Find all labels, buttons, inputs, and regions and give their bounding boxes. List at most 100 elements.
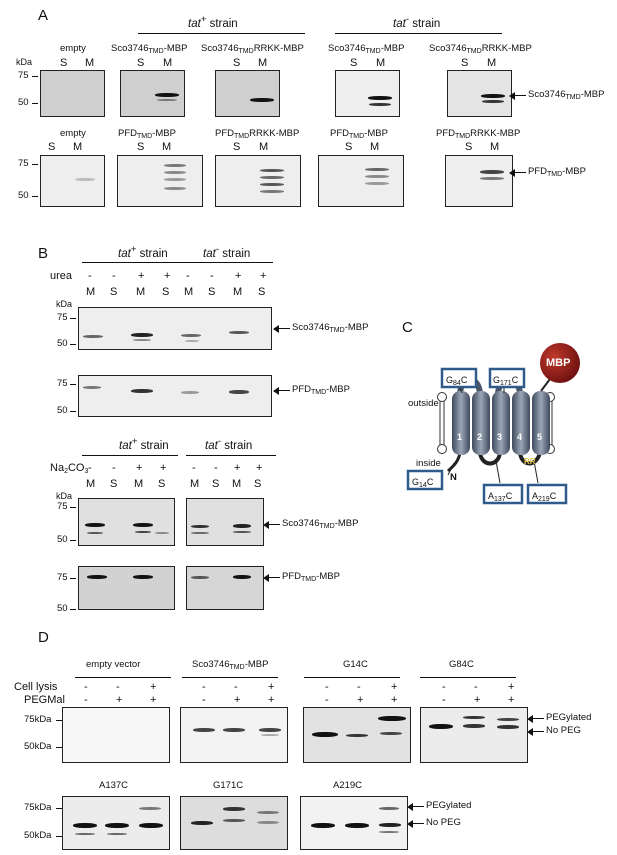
band [73, 823, 97, 828]
mut-a219c-label: A219C [532, 491, 557, 503]
b3-blot-sco-minus [186, 498, 264, 546]
tat-plus-line [138, 33, 305, 35]
a2-arrow-label: PFDTMD-MBP [528, 166, 586, 178]
band [379, 807, 399, 810]
a1-blot-sco-rrkk-minus [447, 70, 512, 117]
band [83, 335, 103, 338]
a1-blot-sco-minus [335, 70, 400, 117]
b4-blot-pfd-minus [186, 566, 264, 610]
a1-m3: M [258, 57, 268, 69]
a2-marker-50: 50 [18, 190, 29, 201]
b3-tat-minus-line [186, 455, 276, 457]
d-cell-lysis-label: Cell lysis [14, 681, 58, 693]
a2-m3: M [259, 141, 269, 153]
d-lysis-sign-0-1: - [116, 681, 120, 693]
b3-sign-3: + [160, 462, 167, 474]
d-peg-sign-3-2: + [508, 694, 515, 706]
d1-marker-50: 50kDa [24, 741, 52, 752]
a1-title-empty: empty [60, 43, 86, 54]
d-lysis-sign-1-1: - [234, 681, 238, 693]
d-lysis-sign-0-2: + [150, 681, 157, 693]
band [233, 575, 251, 579]
mbp-label: MBP [546, 357, 571, 369]
b1-tick-75 [70, 318, 76, 319]
band [133, 523, 153, 527]
b3-arrow [263, 520, 280, 529]
a2-title-pfd-rrkk: PFDTMDRRKK-MBP [215, 128, 300, 140]
helix-3 [492, 391, 510, 455]
band [105, 823, 129, 828]
d-lysis-sign-2-1: - [357, 681, 361, 693]
d2-arrow-peg [407, 802, 424, 811]
band [259, 728, 281, 732]
band [257, 811, 279, 814]
b1-lane-0: M [86, 286, 96, 298]
band [312, 732, 338, 737]
d-peg-sign-1-0: - [202, 694, 206, 706]
d-peg-sign-2-1: + [357, 694, 364, 706]
band [365, 168, 389, 171]
band [229, 390, 249, 394]
d-peg-sign-1-2: + [268, 694, 275, 706]
band [311, 823, 335, 828]
d-peg-sign-0-2: + [150, 694, 157, 706]
b3-sign-0: - [88, 462, 92, 474]
a1-s5: S [461, 57, 469, 69]
b1-lane-2: M [136, 286, 146, 298]
mut-g171c-label: G171C [493, 375, 519, 387]
band [480, 177, 504, 180]
a2-tick-75 [32, 164, 38, 165]
band [233, 524, 251, 528]
d-peg-sign-0-1: + [116, 694, 123, 706]
b1-tat-plus-line [82, 262, 188, 264]
b4-tick-50 [70, 609, 76, 610]
a1-s: S [60, 57, 68, 69]
b1-tat-minus: tat- strain [203, 244, 251, 260]
b2-marker-50: 50 [57, 405, 68, 416]
band [369, 103, 391, 106]
a1-m4: M [376, 57, 386, 69]
a1-marker-50: 50 [18, 97, 29, 108]
b1-sign-5: - [210, 270, 214, 282]
band [223, 819, 245, 822]
band [463, 716, 485, 719]
band [257, 821, 279, 824]
band [497, 725, 519, 729]
b-urea-label: urea [50, 270, 73, 282]
band [193, 728, 215, 732]
b3-sign-1: - [112, 462, 116, 474]
a2-title-pfd-minus: PFDTMD-MBP [330, 128, 388, 140]
helix-2 [472, 391, 490, 455]
a2-title-empty: empty [60, 128, 86, 139]
band [164, 164, 186, 167]
d1-tick-75 [56, 720, 62, 721]
d-lysis-sign-2-2: + [391, 681, 398, 693]
b1-sign-4: - [186, 270, 190, 282]
a2-arrow [509, 168, 526, 177]
a2-s2: S [137, 141, 145, 153]
band [139, 823, 163, 828]
band [131, 333, 153, 337]
band [368, 96, 392, 100]
b1-lane-7: S [258, 286, 266, 298]
band [260, 169, 284, 172]
d-lysis-sign-3-1: - [474, 681, 478, 693]
a2-blot-pfd-minus [318, 155, 404, 207]
n-terminus-label: N [450, 472, 457, 483]
band [181, 334, 201, 337]
d2-marker-50: 50kDa [24, 830, 52, 841]
a1-title-sco: Sco3746TMD-MBP [111, 43, 188, 55]
band [191, 821, 213, 825]
d1-arrow-nopeg [527, 727, 544, 736]
d-title-a137c: A137C [99, 780, 129, 791]
band [107, 833, 127, 835]
band [155, 93, 179, 97]
d-peg-sign-3-1: + [474, 694, 481, 706]
b2-tick-50 [70, 411, 76, 412]
b1-blot-sco [78, 307, 272, 350]
b4-arrow [263, 573, 280, 582]
a2-s4: S [345, 141, 353, 153]
d-lysis-sign-2-0: - [325, 681, 329, 693]
a1-marker-75: 75 [18, 70, 29, 81]
b3-blot-sco-plus [78, 498, 175, 546]
